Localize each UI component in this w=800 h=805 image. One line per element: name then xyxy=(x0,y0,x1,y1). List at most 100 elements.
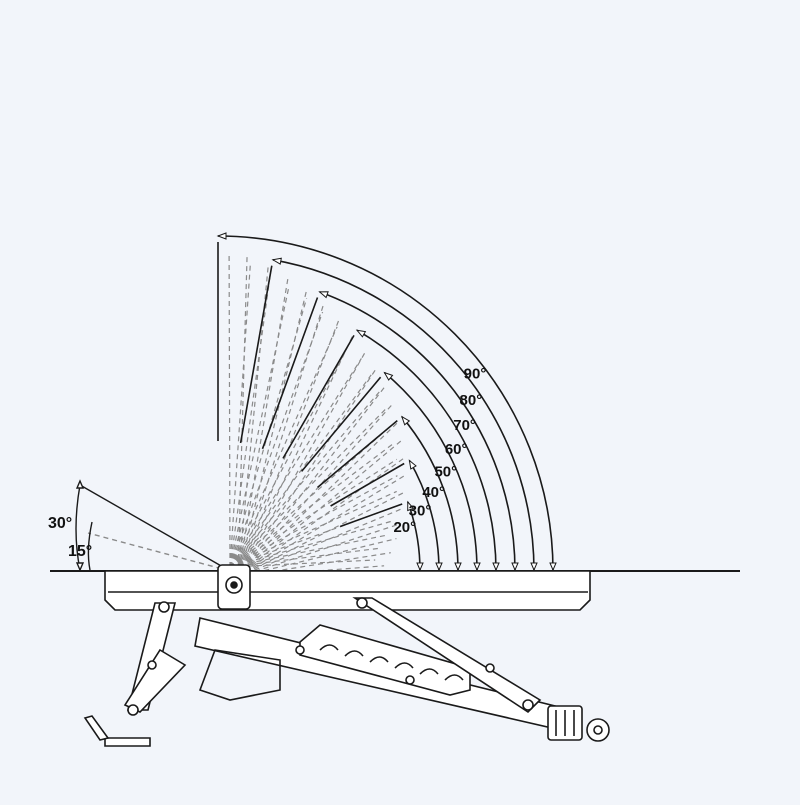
backrest-line-30 xyxy=(330,462,405,507)
dashed-backrest-position xyxy=(229,408,387,568)
dashed-backrest-position xyxy=(229,263,251,568)
dashed-backrest-position xyxy=(229,342,351,568)
arc-arrow-top-50 xyxy=(383,371,394,381)
backrest-label-50: 50° xyxy=(434,463,457,480)
dashed-backrest-position xyxy=(229,475,398,568)
seat-15-line xyxy=(87,532,231,572)
dashed-backrest-position xyxy=(229,311,324,568)
dashed-backrest-position xyxy=(229,273,271,568)
rear-support-arm xyxy=(352,597,542,714)
arc-arrow-bottom-80 xyxy=(530,562,538,572)
ladder-pin-front xyxy=(295,645,305,655)
arc-arrow-bottom-20 xyxy=(416,562,424,572)
angle-arc-30 xyxy=(408,460,440,572)
angle-arc-80 xyxy=(272,259,535,572)
arc-arrow-bottom-90 xyxy=(549,562,557,572)
backrest-line-20 xyxy=(339,503,403,528)
backrest-label-30: 30° xyxy=(409,503,432,520)
arc-arrow-top-80 xyxy=(271,257,282,265)
pivot-hub-center xyxy=(230,581,238,589)
angle-arc-40 xyxy=(401,416,459,572)
dashed-backrest-position xyxy=(228,253,231,568)
dashed-backrest-edge xyxy=(237,289,308,578)
backrest-label-80: 80° xyxy=(460,392,483,409)
dashed-backrest-edge xyxy=(237,403,394,578)
seat-angle-section xyxy=(75,479,231,572)
dashed-backrest-position xyxy=(229,285,290,568)
dashed-backrest-edge xyxy=(237,421,399,578)
dashed-backrest-edge xyxy=(237,523,401,578)
backrest-label-40: 40° xyxy=(422,484,445,501)
seat-label-15: 15° xyxy=(68,543,92,560)
dashed-backrest-position xyxy=(229,326,338,568)
seat-pad xyxy=(104,570,591,611)
angle-arc-70 xyxy=(319,291,516,572)
backrest-label-60: 60° xyxy=(445,441,468,458)
backrest-angle-labels: 90° 80° 70° 60° 50° 40° 30°20° xyxy=(393,365,486,536)
backrest-angle-arcs xyxy=(217,235,554,572)
arc-arrow-bottom-30 xyxy=(435,562,443,572)
bench-frame xyxy=(83,564,610,747)
front-foot xyxy=(104,737,151,747)
front-leg-brace xyxy=(123,648,187,713)
arc-arrow-bottom-40 xyxy=(454,562,462,572)
arc-arrow-bottom-50 xyxy=(473,562,481,572)
intermediate-backrest-positions xyxy=(228,253,407,579)
dashed-backrest-position xyxy=(229,520,392,568)
seat-label-30: 30° xyxy=(48,515,72,532)
backrest-line-60 xyxy=(282,335,355,459)
backrest-line-50 xyxy=(300,376,382,472)
arc-arrow-top-70 xyxy=(318,291,329,299)
front-foot-bar xyxy=(83,715,110,741)
dashed-backrest-edge xyxy=(237,385,386,578)
front-foot-pin xyxy=(127,704,139,716)
front-leg-pin-low xyxy=(147,660,157,670)
backrest-label-20: 20° xyxy=(393,519,416,536)
rear-arm-pin-low xyxy=(522,699,534,711)
seat-arrow-bottom xyxy=(75,562,85,572)
front-leg-pin xyxy=(158,601,170,613)
dashed-backrest-edge xyxy=(237,368,377,578)
arc-arrowheads xyxy=(216,232,557,572)
backrest-label-90: 90° xyxy=(464,365,487,382)
dashed-backrest-edge xyxy=(237,456,406,578)
dashed-backrest-edge xyxy=(237,507,405,578)
arc-arrow-bottom-60 xyxy=(492,562,500,572)
dashed-backrest-position xyxy=(229,547,382,568)
arc-arrow-top-20 xyxy=(407,500,415,512)
angle-arc-90 xyxy=(217,235,554,572)
rear-arm-pin-mid xyxy=(485,663,495,673)
backrest-label-70: 70° xyxy=(453,417,476,434)
dashed-backrest-edge xyxy=(237,303,325,578)
backrest-angle-lines xyxy=(217,242,405,528)
dashed-backrest-edge xyxy=(237,552,391,578)
dashed-backrest-position xyxy=(229,559,376,568)
ladder-notches xyxy=(319,644,464,681)
dashed-backrest-position xyxy=(229,391,380,568)
transport-wheel-hub xyxy=(593,725,603,735)
dashed-backrest-edge xyxy=(237,490,407,578)
backrest-line-80 xyxy=(239,265,273,444)
seat-arrow-top xyxy=(75,479,85,489)
arc-arrow-top-40 xyxy=(400,415,411,426)
arc-arrow-top-90 xyxy=(216,232,227,240)
dashed-backrest-edge xyxy=(237,351,367,578)
seat-angle-arc-inner xyxy=(87,521,93,571)
arc-arrow-top-60 xyxy=(355,329,367,338)
dashed-backrest-edge xyxy=(237,334,354,578)
dashed-backrest-edge xyxy=(237,276,289,578)
dashed-backrest-position xyxy=(229,458,398,568)
backrest-line-40 xyxy=(317,419,398,489)
dashed-backrest-position xyxy=(229,374,372,568)
ladder-pin-rear xyxy=(405,675,415,685)
seat-angle-arc xyxy=(75,484,81,571)
arc-arrow-bottom-70 xyxy=(511,562,519,572)
angle-arc-50 xyxy=(383,371,478,572)
angle-arc-60 xyxy=(356,329,497,572)
seat-30-line xyxy=(79,484,231,572)
center-bracket xyxy=(198,649,281,701)
arc-arrow-top-30 xyxy=(408,459,417,470)
rear-arm-pin-top xyxy=(356,597,368,609)
backrest-line-70 xyxy=(261,297,319,450)
